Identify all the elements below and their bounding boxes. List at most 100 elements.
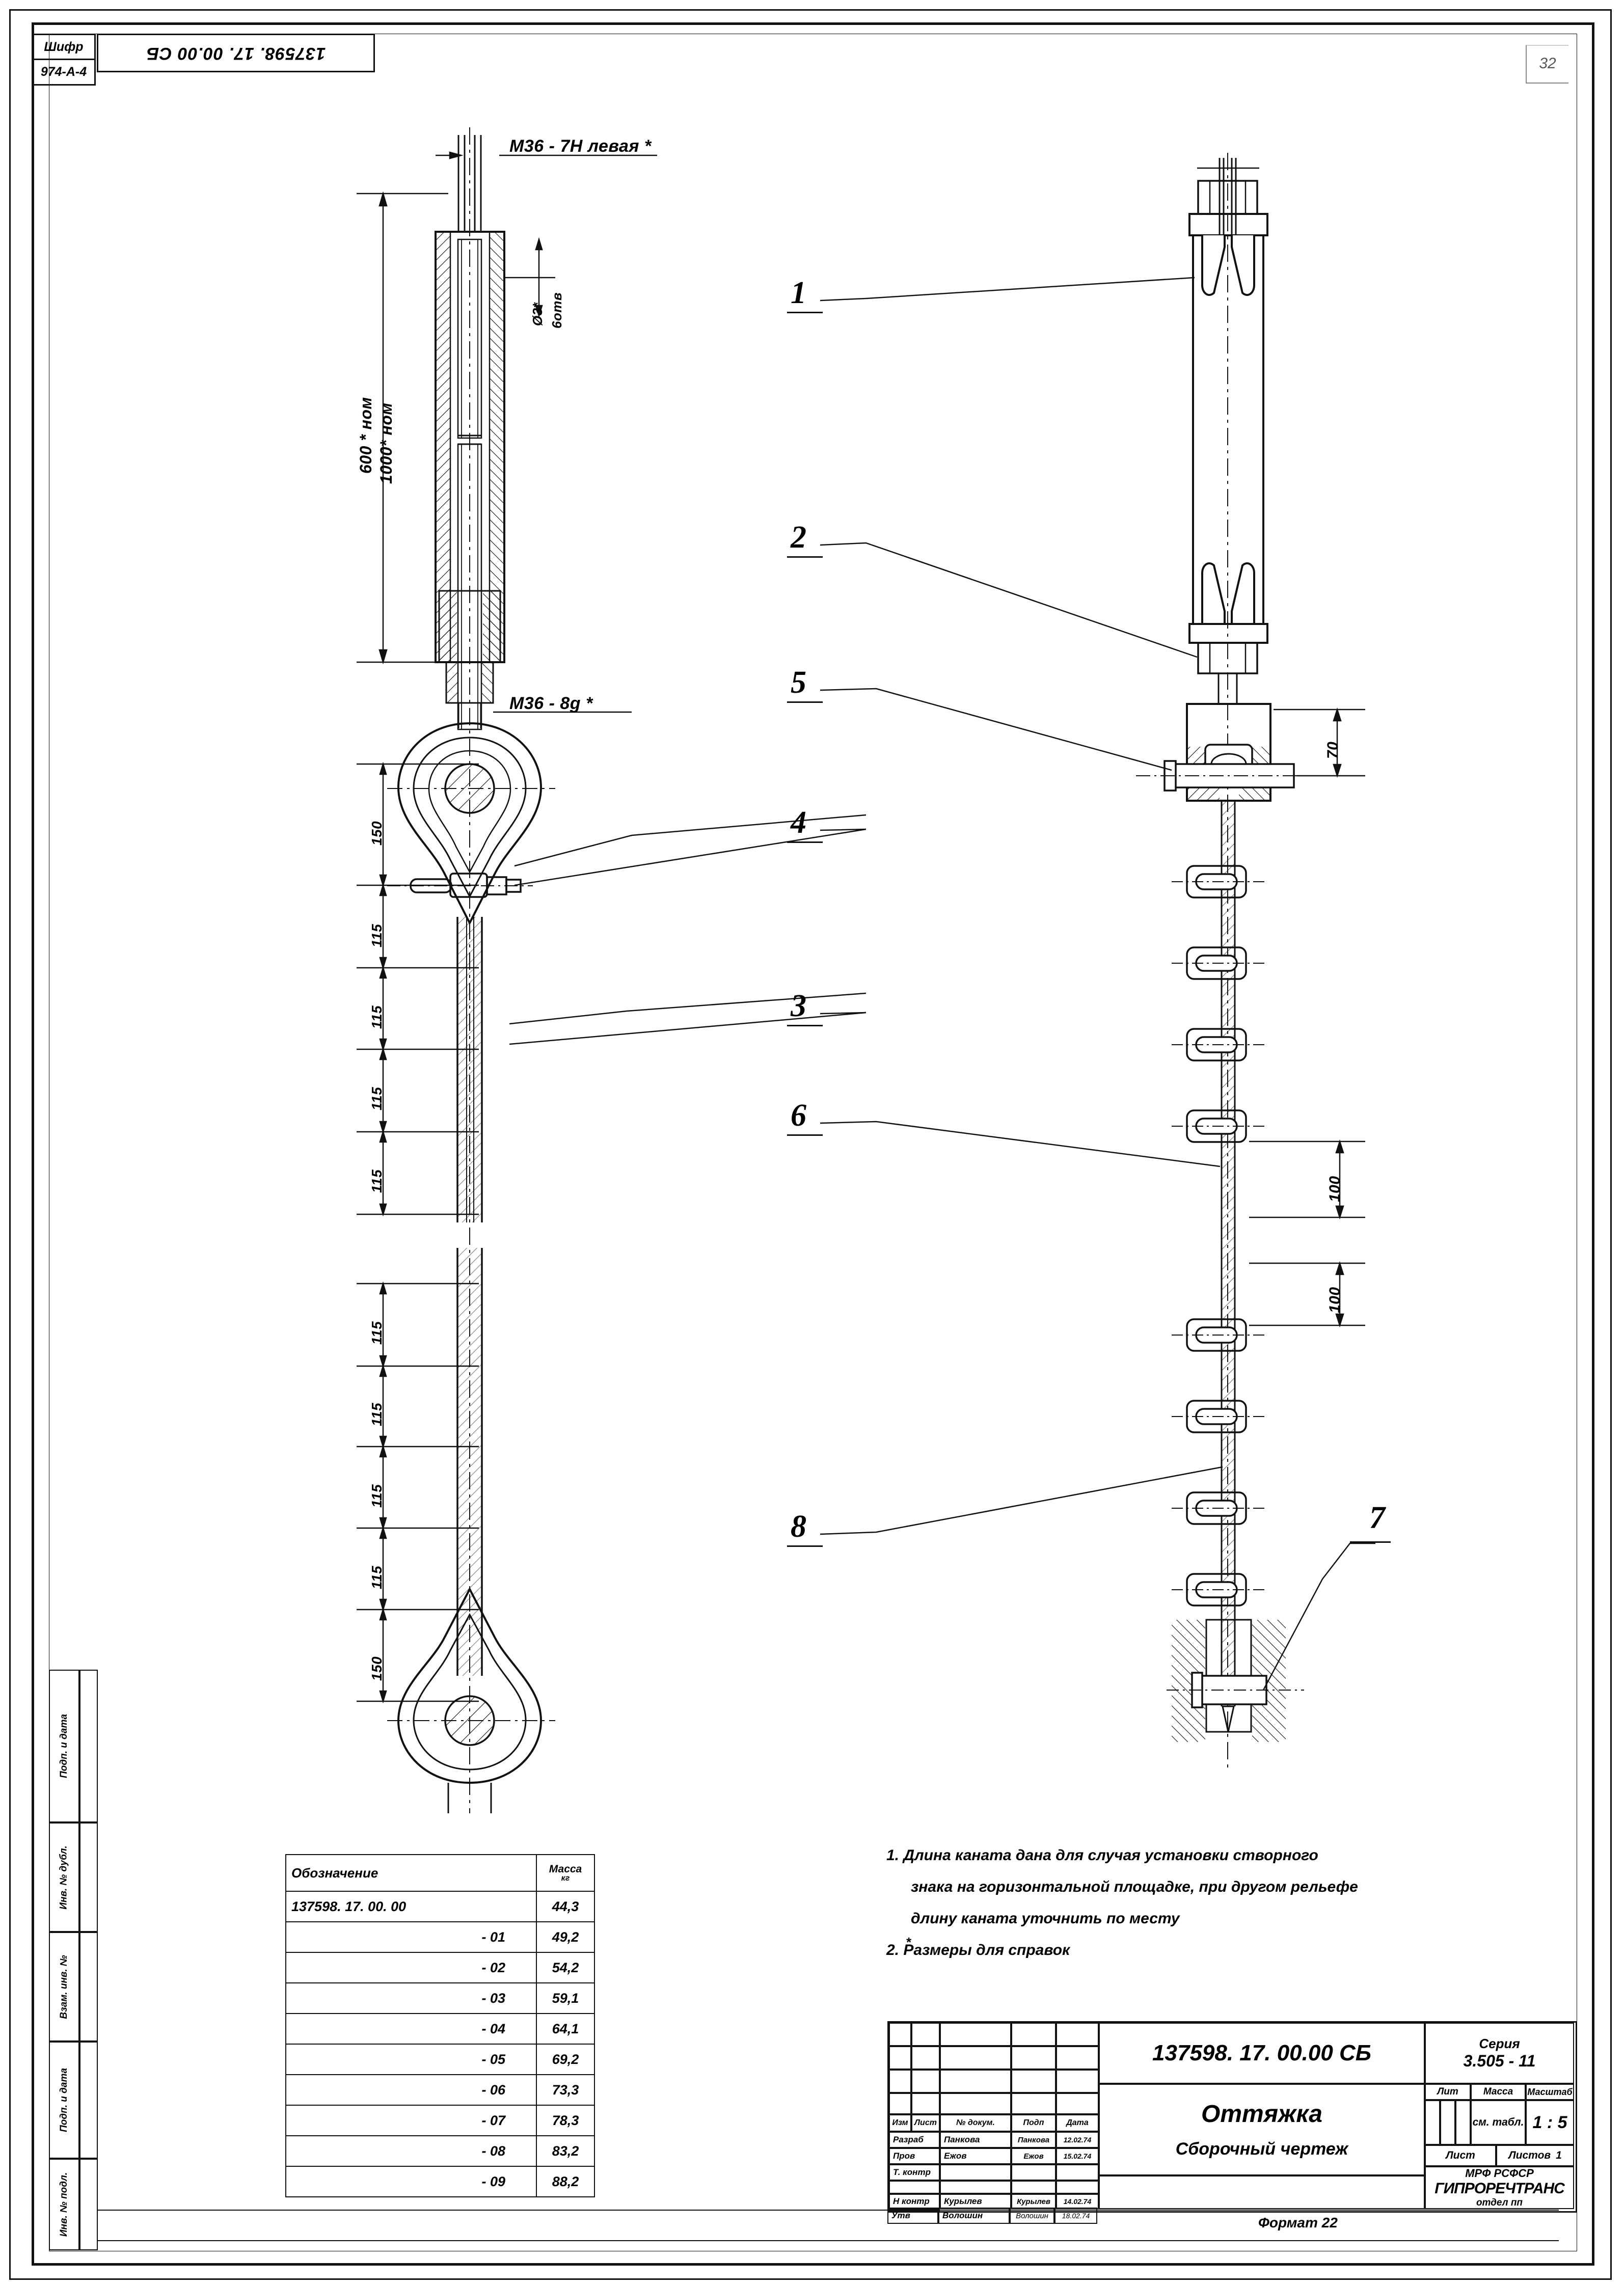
specification-table: Обозначение Масса кг 137598. 17. 00. 00 … <box>285 1854 595 2197</box>
cell-designation: - 09 <box>285 2166 537 2197</box>
shifr-value: 974-А-4 <box>40 65 87 79</box>
title-name-box: Оттяжка Сборочный чертеж <box>1099 2084 1425 2175</box>
balloon-item-4[interactable]: 4 <box>791 805 806 840</box>
cell-designation: 137598. 17. 00. 00 <box>285 1891 537 1922</box>
stamp-cell-blank-5 <box>79 2159 98 2250</box>
dim-upper-1: 150 <box>369 821 385 846</box>
dim-lower-2: 115 <box>369 1402 385 1426</box>
cell-designation: - 04 <box>285 2013 537 2045</box>
rev-grid-c1r1 <box>889 2023 911 2046</box>
role-prov-date: 15.02.74 <box>1056 2148 1099 2164</box>
rev-grid-c5r3 <box>1056 2070 1099 2093</box>
role-prov-name: Ежов <box>940 2148 1011 2164</box>
shifr-label: Шифр <box>33 35 94 60</box>
dim-lower-3: 115 <box>369 1484 385 1508</box>
header-mass: Масса кг <box>536 1854 595 1892</box>
rev-header-list: Лист <box>911 2114 940 2132</box>
org-line-1: МРФ РСФСР <box>1465 2167 1534 2180</box>
cell-mass: 49,2 <box>536 1921 595 1953</box>
role-nkontr-name: Курылев <box>940 2194 1011 2209</box>
shifr-block: Шифр 974-А-4 <box>32 34 96 86</box>
label-thread-bottom: М36 - 8g * <box>509 694 593 713</box>
masshtab-value: 1 : 5 <box>1526 2100 1574 2145</box>
role-nkontr-label: Н контр <box>889 2194 940 2209</box>
sheet-frame-inner <box>32 22 1594 2266</box>
stamp-cell-blank-2 <box>79 1822 98 1932</box>
cell-mass: 88,2 <box>536 2166 595 2197</box>
table-row: - 04 64,1 <box>285 2013 595 2045</box>
rev-grid-c1r2 <box>889 2046 911 2070</box>
rev-grid-c3r2 <box>940 2046 1011 2070</box>
table-row: - 03 59,1 <box>285 1982 595 2014</box>
table-row: 137598. 17. 00. 00 44,3 <box>285 1891 595 1922</box>
role-tkontr-sign <box>1011 2164 1056 2181</box>
rev-grid-c2r3 <box>911 2070 940 2093</box>
stamp-cell-vzam-inv: Взам. инв. № <box>49 1932 79 2042</box>
title-series-box: Серия 3.505 - 11 <box>1425 2023 1574 2084</box>
cell-mass: 44,3 <box>536 1891 595 1922</box>
stamp-cell-blank-1 <box>79 1670 98 1822</box>
listov-label: Листов <box>1508 2149 1551 2161</box>
inverted-drawing-code-text: 137598. 17. 00.00 СБ <box>146 43 326 63</box>
role-blank-date <box>1056 2181 1099 2194</box>
stamp-cell-podp-data-1: Подп. и дата <box>49 1670 79 1822</box>
header-mass-unit: кг <box>561 1873 570 1883</box>
role-razrab-name: Панкова <box>940 2132 1011 2148</box>
dim-lower-5: 150 <box>369 1656 385 1681</box>
rev-grid-c4r2 <box>1011 2046 1056 2070</box>
rev-header-data: Дата <box>1056 2114 1099 2132</box>
org-line-3: отдел пп <box>1476 2197 1523 2208</box>
table-row: - 02 54,2 <box>285 1952 595 1983</box>
rev-grid-c3r3 <box>940 2070 1011 2093</box>
cell-mass: 64,1 <box>536 2013 595 2045</box>
listov-box: Листов 1 <box>1496 2145 1574 2166</box>
format-rule-top <box>97 2210 1559 2211</box>
balloon-item-2[interactable]: 2 <box>791 520 806 555</box>
note-line-4-text: 2. Размеры для справок <box>886 1942 1070 1958</box>
dim-upper-5: 115 <box>369 1169 385 1193</box>
cell-designation: - 03 <box>285 1982 537 2014</box>
label-length-max: 1000* ном <box>377 402 395 484</box>
rev-grid-c5r1 <box>1056 2023 1099 2046</box>
lit-cell-1 <box>1425 2100 1440 2145</box>
rev-grid-c3r1 <box>940 2023 1011 2046</box>
balloon-item-3[interactable]: 3 <box>791 989 806 1023</box>
balloon-item-1[interactable]: 1 <box>791 276 806 310</box>
listov-value: 1 <box>1556 2149 1562 2161</box>
balloon-underline-7 <box>1350 1541 1391 1543</box>
dim-upper-4: 115 <box>369 1086 385 1110</box>
balloon-underline-6 <box>787 1134 823 1136</box>
role-utv-label: Утв <box>887 2208 938 2224</box>
note-asterisk: * <box>906 1935 911 1950</box>
balloon-item-6[interactable]: 6 <box>791 1098 806 1133</box>
lit-label: Лит <box>1425 2084 1471 2100</box>
role-razrab-sign: Панкова <box>1011 2132 1056 2148</box>
note-line-3: длину каната уточнить по месту <box>911 1910 1180 1927</box>
balloon-item-8[interactable]: 8 <box>791 1509 806 1544</box>
table-row: - 01 49,2 <box>285 1921 595 1953</box>
balloon-item-7[interactable]: 7 <box>1369 1501 1385 1535</box>
table-row: - 08 83,2 <box>285 2135 595 2167</box>
title-drawing-number: 137598. 17. 00.00 СБ <box>1099 2023 1425 2084</box>
title-main: Оттяжка <box>1201 2101 1322 2128</box>
cell-designation: - 06 <box>285 2074 537 2106</box>
table-row: - 05 69,2 <box>285 2044 595 2075</box>
role-tkontr-label: Т. контр <box>889 2164 940 2181</box>
dim-lower-1: 115 <box>369 1321 385 1345</box>
balloon-item-5[interactable]: 5 <box>791 665 806 700</box>
cell-mass: 54,2 <box>536 1952 595 1983</box>
rev-grid-c4r1 <box>1011 2023 1056 2046</box>
cell-designation: - 07 <box>285 2105 537 2136</box>
stamp-cell-blank-4 <box>79 2042 98 2159</box>
label-thread-top: М36 - 7Н левая * <box>509 137 652 156</box>
dim-outline-100-b: 100 <box>1327 1287 1343 1313</box>
rev-grid-c5r4 <box>1056 2093 1099 2114</box>
role-utv-date: 18.02.74 <box>1054 2208 1097 2224</box>
balloon-underline-5 <box>787 701 823 703</box>
role-utv-sign: Волошин <box>1010 2208 1054 2224</box>
role-tkontr-name <box>940 2164 1011 2181</box>
rev-grid-c2r1 <box>911 2023 940 2046</box>
cell-designation: - 08 <box>285 2135 537 2167</box>
cell-mass: 69,2 <box>536 2044 595 2075</box>
